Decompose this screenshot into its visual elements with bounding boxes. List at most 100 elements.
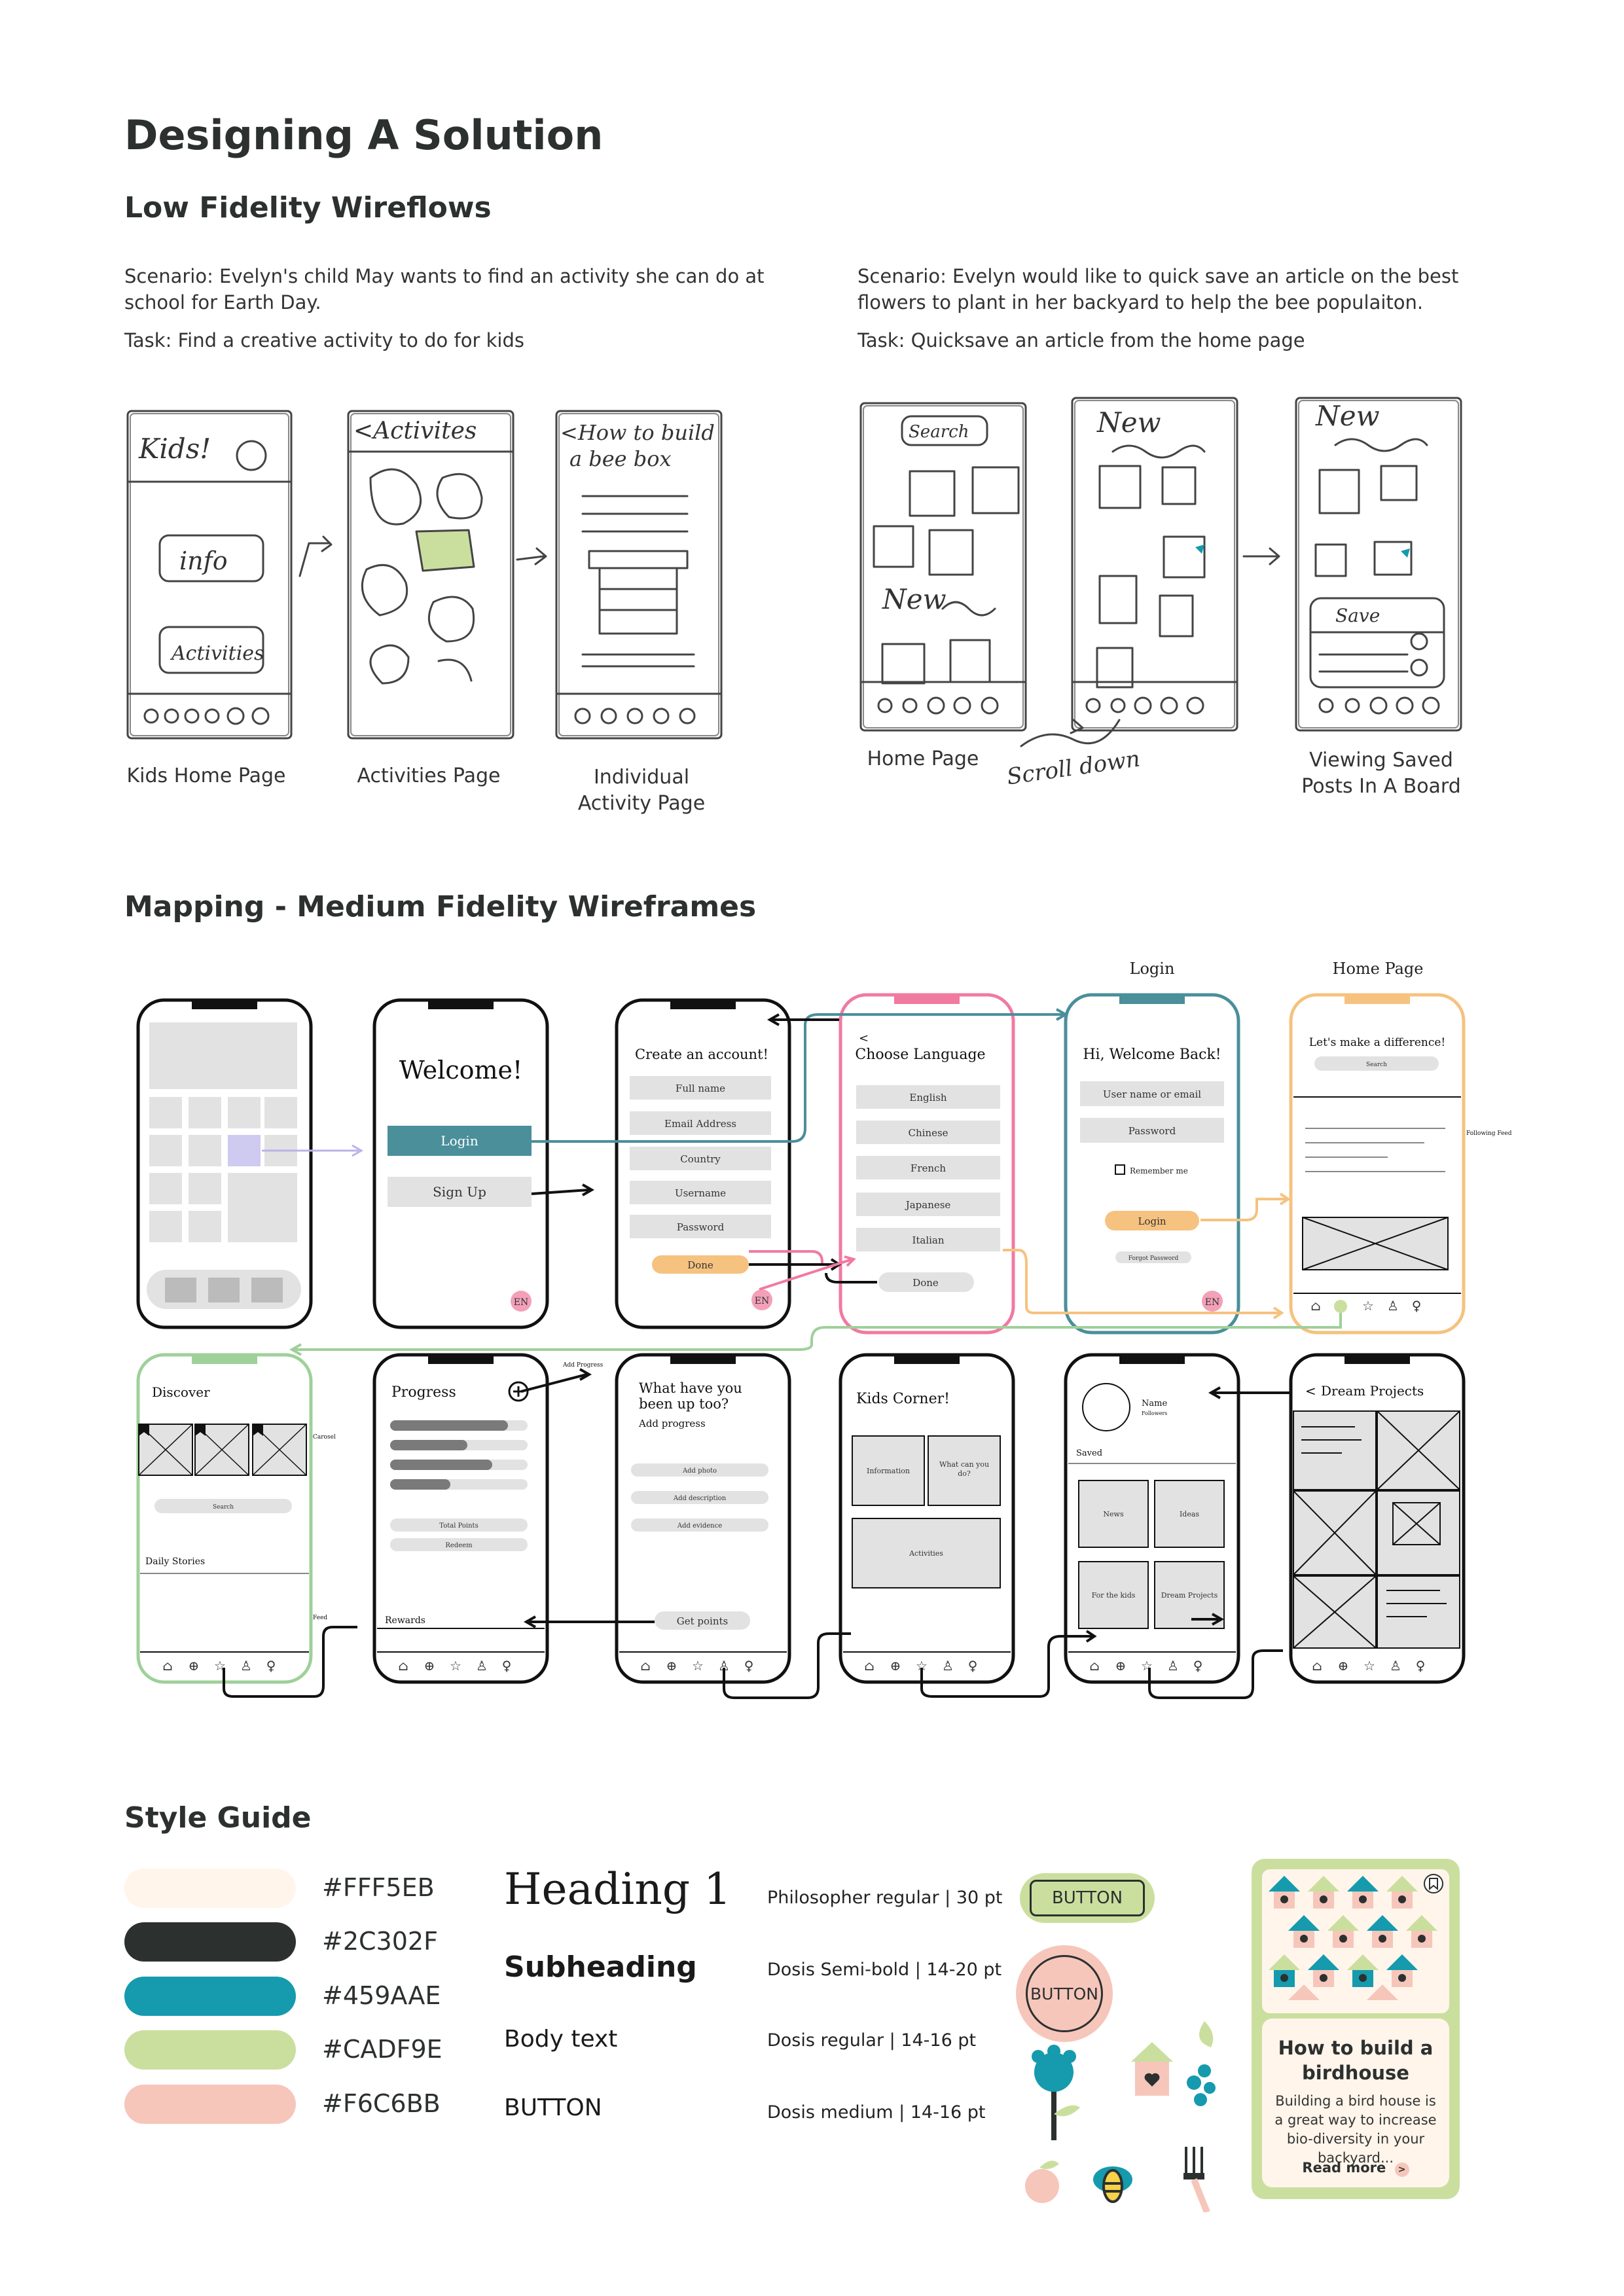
progress-redeem-button[interactable]	[390, 1538, 528, 1551]
phone-welcome: Welcome! Login Sign Up EN	[372, 998, 549, 1329]
svg-text:☆: ☆	[692, 1658, 704, 1674]
login-button[interactable]	[1105, 1211, 1199, 1230]
svg-text:⌂: ⌂	[864, 1658, 874, 1674]
swatch-teal	[124, 1977, 296, 2016]
language-option-0[interactable]: English	[909, 1092, 947, 1103]
profile-tile-news[interactable]	[1078, 1480, 1149, 1548]
sketch-home-scrolled	[1071, 397, 1238, 732]
spec-body: Dosis regular | 14-16 pt	[767, 2030, 977, 2051]
add-photo-button[interactable]	[631, 1463, 768, 1477]
create-field-fullname: Full name	[676, 1083, 725, 1094]
dream-title: Dream Projects	[1321, 1383, 1424, 1399]
profile-tile-dream[interactable]	[1154, 1561, 1225, 1629]
dream-back[interactable]: <	[1305, 1383, 1316, 1399]
login-remember-label: Remember me	[1130, 1166, 1188, 1175]
welcome-lang-badge[interactable]	[511, 1291, 532, 1312]
sketch-new-1: New	[882, 583, 947, 615]
sample-button-green-label: BUTTON	[1030, 1880, 1145, 1916]
home-search[interactable]	[1314, 1056, 1439, 1071]
swatch-pink	[124, 2085, 296, 2124]
kids-tile-info-label: Information	[867, 1467, 910, 1475]
sample-button-green[interactable]: BUTTON	[1020, 1873, 1155, 1923]
language-done-button[interactable]	[878, 1272, 974, 1292]
language-option-3[interactable]: Japanese	[905, 1199, 951, 1211]
home-side-label: Following Feed	[1466, 1130, 1512, 1137]
login-password-field[interactable]	[1080, 1118, 1224, 1143]
language-done-label: Done	[912, 1277, 939, 1289]
chevron-right-icon: >	[1394, 2162, 1409, 2177]
progress-redeem: Redeem	[445, 1542, 473, 1549]
kids-title: Kids Corner!	[856, 1391, 950, 1407]
midfi-wireframes: Login Home Page Welcome! Login Sign Up E…	[136, 960, 1512, 1699]
kids-tile-activities[interactable]	[852, 1518, 1001, 1588]
login-remember-checkbox[interactable]	[1115, 1164, 1125, 1175]
sketch-individual-activity	[555, 410, 723, 740]
svg-text:⊕: ⊕	[666, 1658, 677, 1674]
welcome-login-button[interactable]	[388, 1126, 532, 1156]
profile-name: Name	[1142, 1399, 1167, 1408]
profile-tile-kids[interactable]	[1078, 1561, 1149, 1629]
hex-green: #CADF9E	[322, 2035, 442, 2064]
create-lang-label: EN	[755, 1296, 769, 1306]
phone-discover: Discover Search Daily Stories ⌂⊕☆♙♀	[136, 1353, 313, 1684]
add-progress-subtitle: Add progress	[638, 1418, 706, 1429]
kids-tile-what[interactable]	[928, 1435, 1001, 1506]
add-evidence-button[interactable]	[631, 1518, 768, 1532]
bee-icon	[1093, 2166, 1132, 2203]
login-button-label: Login	[1138, 1215, 1166, 1227]
swatch-cream	[124, 1869, 296, 1908]
svg-text:♀: ♀	[744, 1658, 754, 1674]
hex-dark: #2C302F	[322, 1927, 438, 1956]
profile-tile-ideas[interactable]	[1154, 1480, 1225, 1548]
language-option-1[interactable]: Chinese	[908, 1127, 948, 1139]
style-guide-heading: Style Guide	[124, 1801, 312, 1835]
svg-text:♀: ♀	[502, 1658, 512, 1674]
bookmark-icon[interactable]	[1424, 1874, 1443, 1893]
swatch-dark	[124, 1922, 296, 1962]
birdhouse-icon	[1131, 2042, 1173, 2096]
login-lang-label: EN	[1205, 1297, 1219, 1308]
login-username-field[interactable]	[1080, 1081, 1224, 1106]
sketch-save: Save	[1335, 605, 1380, 626]
svg-text:♀: ♀	[266, 1658, 276, 1674]
create-field-country: Country	[680, 1153, 721, 1165]
type-subheading: Subheading	[504, 1950, 697, 1984]
sample-button-pink[interactable]: BUTTON	[1016, 1945, 1113, 2042]
svg-text:☆: ☆	[1362, 1298, 1374, 1314]
sample-article-card[interactable]: How to build a birdhouse Building a bird…	[1252, 1859, 1460, 2199]
card-title: How to build a birdhouse	[1278, 2037, 1434, 2084]
card-read-more[interactable]: Read more >	[1262, 2160, 1449, 2177]
sketch-search: Search	[909, 422, 969, 442]
discover-daily: Daily Stories	[145, 1556, 205, 1567]
svg-text:♀: ♀	[1416, 1658, 1426, 1674]
sketch-activities: Activities	[170, 642, 264, 665]
language-option-4[interactable]: Italian	[912, 1234, 944, 1246]
login-forgot-button[interactable]	[1115, 1251, 1191, 1263]
welcome-signup-button[interactable]	[388, 1177, 532, 1207]
lowfi-sketches: Kids! info Activities <Activites	[126, 397, 1462, 790]
welcome-login-label: Login	[441, 1133, 478, 1149]
svg-text:☆: ☆	[916, 1658, 928, 1674]
discover-search[interactable]	[154, 1499, 292, 1513]
label-home-page: Home Page	[867, 747, 979, 770]
profile-followers: Followers	[1142, 1410, 1167, 1416]
page-title: Designing A Solution	[124, 111, 604, 159]
discover-title: Discover	[152, 1384, 210, 1400]
language-option-2[interactable]: French	[911, 1162, 947, 1174]
get-points-button[interactable]	[655, 1611, 750, 1630]
spec-subheading: Dosis Semi-bold | 14-20 pt	[767, 1960, 1002, 1980]
berries-icon	[1187, 2021, 1216, 2106]
sketch-kids-title: Kids!	[138, 433, 211, 465]
right-scenario: Scenario: Evelyn would like to quick sav…	[857, 265, 1459, 314]
add-description-button[interactable]	[631, 1491, 768, 1504]
svg-text:⌂: ⌂	[640, 1658, 650, 1674]
create-done-button[interactable]	[652, 1255, 749, 1274]
kids-tile-info[interactable]	[852, 1435, 925, 1506]
profile-avatar[interactable]	[1082, 1383, 1130, 1431]
svg-text:♙: ♙	[1387, 1298, 1399, 1314]
language-back[interactable]: <	[859, 1031, 869, 1045]
hex-pink: #F6C6BB	[322, 2089, 441, 2118]
card-read-more-label: Read more	[1302, 2160, 1386, 2176]
